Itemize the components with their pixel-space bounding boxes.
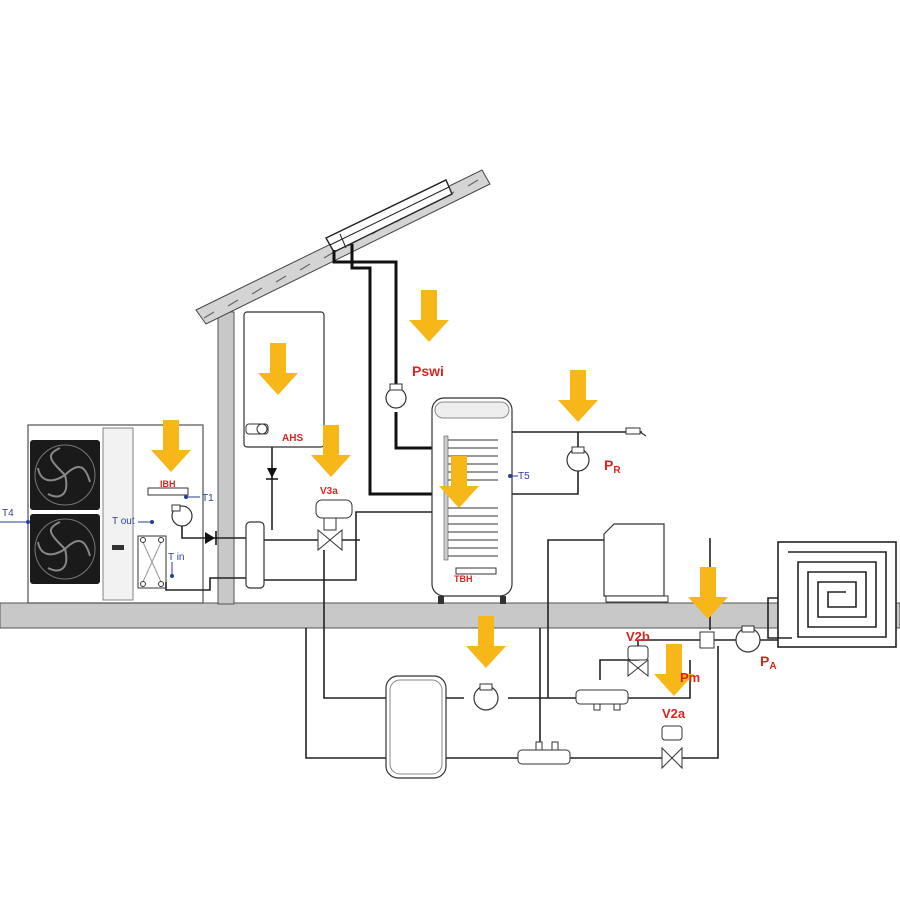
arrow-mixing-valve: [688, 567, 728, 619]
label-tbh: TBH: [454, 574, 473, 584]
hydraulic-separator: [245, 521, 265, 589]
two-way-valve-v2b: [627, 645, 649, 678]
label-ibh: IBH: [160, 479, 176, 489]
arrow-v2a: [654, 644, 694, 696]
arrow-ibh: [151, 420, 191, 472]
label-tout: T out: [112, 516, 135, 527]
two-way-valve-v2a: [661, 725, 683, 770]
label-pa: PA: [760, 653, 777, 672]
internal-pump: [171, 504, 193, 527]
underfloor-heating-loop: [767, 541, 897, 648]
arrow-ahs: [258, 343, 298, 395]
label-pm: Pm: [680, 670, 700, 685]
three-way-valve-v3a: [264, 499, 436, 581]
fan-coil-unit: [603, 523, 669, 603]
sensor-markers: [0, 495, 200, 578]
underfloor-pump-pa: [735, 625, 761, 653]
label-pa-sub: A: [769, 661, 776, 672]
house-wall: [217, 311, 235, 605]
dhw-pipes: [512, 427, 647, 495]
label-pswi: Pswi: [412, 363, 444, 379]
label-pa-main: P: [760, 653, 769, 669]
solar-panel: [325, 179, 453, 253]
label-v3a: V3a: [320, 486, 338, 497]
label-v2a: V2a: [662, 706, 686, 721]
mixing-valve: [699, 631, 715, 649]
label-t1: T1: [202, 493, 214, 504]
manifold-upper: [575, 689, 629, 711]
domestic-hot-water-tank: [431, 397, 518, 604]
buffer-tank: [385, 675, 447, 779]
label-v2b: V2b: [626, 629, 650, 644]
label-t4: T4: [2, 508, 14, 519]
arrow-tbh: [439, 456, 479, 508]
buffer-circulation-pump: [473, 683, 499, 711]
indicator-arrows: [151, 290, 728, 696]
heat-pump-pipes: [165, 526, 248, 591]
recirculation-pump-pr: [566, 446, 590, 472]
label-tin: T in: [168, 552, 185, 563]
label-pr-sub: R: [613, 465, 621, 476]
ground-slab: [0, 602, 900, 629]
solar-loop-pipes: [332, 244, 436, 496]
manifold-lower: [517, 741, 571, 765]
arrow-pswi: [409, 290, 449, 342]
label-ahs: AHS: [282, 433, 303, 444]
arrow-pr: [558, 370, 598, 422]
label-pr-main: P: [604, 457, 613, 473]
diagram-labels: AHS IBH T1 T4 T out T in V3a Pswi T5 TBH…: [2, 363, 777, 721]
arrow-buffer-pump: [466, 616, 506, 668]
label-t5: T5: [518, 471, 530, 482]
label-pr: PR: [604, 457, 621, 476]
solar-pump-pswi: [385, 383, 407, 409]
arrow-v3a: [311, 425, 351, 477]
